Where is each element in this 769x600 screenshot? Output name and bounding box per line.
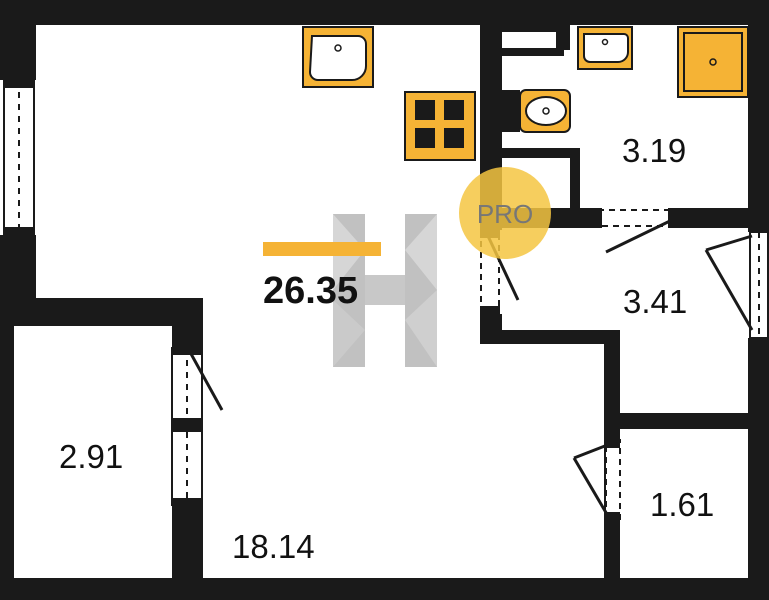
door-bathroom xyxy=(594,208,676,254)
stove xyxy=(404,91,476,161)
total-area-bar xyxy=(263,242,381,256)
shower xyxy=(677,26,749,98)
pro-badge: PRO xyxy=(459,167,551,259)
room-area-main: 18.14 xyxy=(232,528,315,565)
room-area-hall: 3.41 xyxy=(623,283,687,320)
door-storage xyxy=(572,439,621,521)
total-area-label: 26.35 xyxy=(263,270,358,312)
window-right xyxy=(704,231,769,339)
window-loggia xyxy=(171,347,224,506)
window-left xyxy=(3,79,35,236)
room-area-storage: 1.61 xyxy=(650,486,714,523)
bathroom-sink xyxy=(577,26,633,70)
pro-badge-label: PRO xyxy=(477,199,533,229)
kitchen-sink xyxy=(302,26,374,88)
toilet xyxy=(502,89,571,133)
room-area-loggia: 2.91 xyxy=(59,438,123,475)
room-area-bathroom: 3.19 xyxy=(622,132,686,169)
